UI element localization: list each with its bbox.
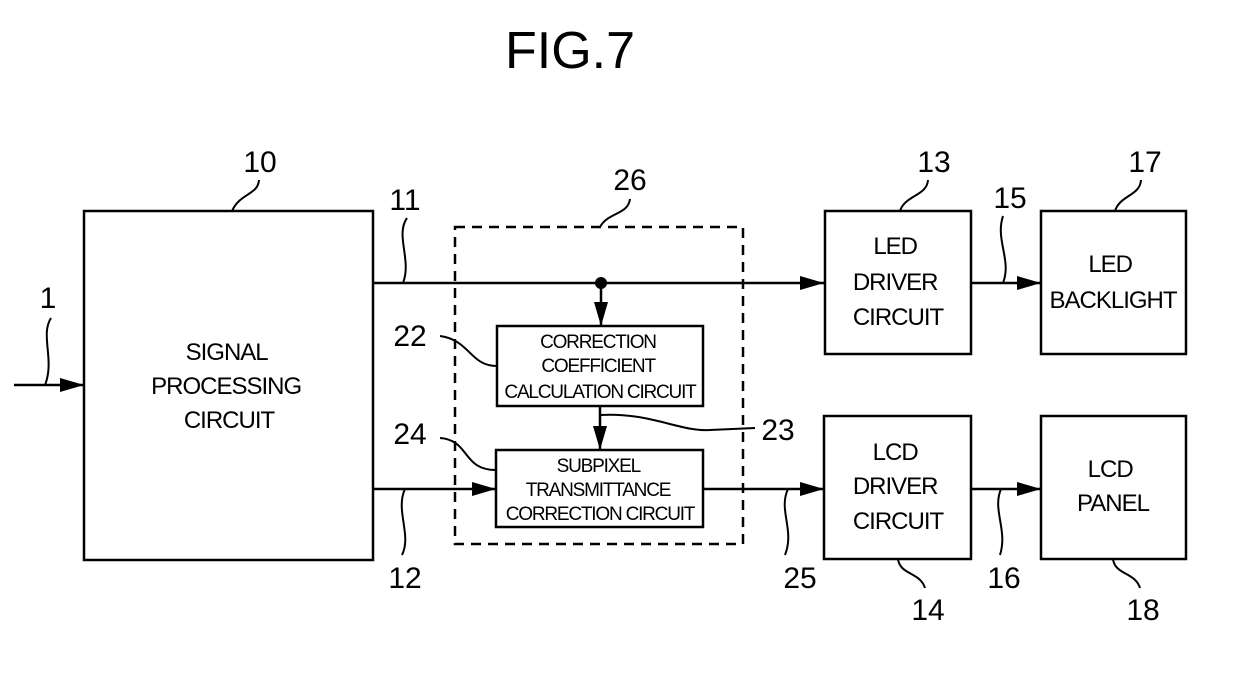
lead-18 xyxy=(1113,559,1140,588)
ref-16: 16 xyxy=(987,562,1020,595)
ref-1: 1 xyxy=(40,282,57,315)
ref-11: 11 xyxy=(389,184,420,217)
ref-15: 15 xyxy=(993,182,1026,215)
led-driver-block: LED DRIVER CIRCUIT 13 xyxy=(825,146,971,354)
lead-17 xyxy=(1115,180,1141,211)
lead-11 xyxy=(403,218,407,283)
signal-23: 23 xyxy=(600,406,795,450)
lead-22 xyxy=(440,336,497,366)
led-backlight-box xyxy=(1041,211,1186,354)
lead-14 xyxy=(898,559,925,588)
ref-14: 14 xyxy=(911,594,944,627)
ref-18: 18 xyxy=(1126,594,1159,627)
ref-25: 25 xyxy=(783,562,816,595)
lead-12 xyxy=(402,489,406,555)
lead-25 xyxy=(785,489,789,555)
lcd-driver-block: LCD DRIVER CIRCUIT 14 xyxy=(824,416,971,627)
signal-12: 12 xyxy=(373,489,496,595)
lead-1 xyxy=(45,318,51,385)
correction-coefficient-block: CORRECTION COEFFICIENT CALCULATION CIRCU… xyxy=(393,320,703,406)
ref-17: 17 xyxy=(1128,146,1161,179)
signal-25: 25 xyxy=(703,489,824,595)
figure-title: FIG.7 xyxy=(505,22,635,80)
ref-24: 24 xyxy=(393,418,426,451)
subpixel-correction-block: SUBPIXEL TRANSMITTANCE CORRECTION CIRCUI… xyxy=(393,418,703,527)
lcd-panel-block: LCD PANEL 18 xyxy=(1041,416,1186,627)
ref-12: 12 xyxy=(388,562,421,595)
ref-22: 22 xyxy=(393,320,426,353)
lead-23 xyxy=(600,415,755,430)
lead-10 xyxy=(232,180,259,211)
ref-23: 23 xyxy=(761,414,794,447)
signal-processing-block: SIGNAL PROCESSING CIRCUIT 10 xyxy=(84,146,373,560)
ref-13: 13 xyxy=(917,146,950,179)
lead-15 xyxy=(1001,216,1006,283)
input-signal: 1 xyxy=(14,282,84,385)
ref-26: 26 xyxy=(613,164,646,197)
lcd-panel-box xyxy=(1041,416,1186,559)
led-backlight-block: LED BACKLIGHT 17 xyxy=(1041,146,1186,354)
signal-15: 15 xyxy=(971,182,1041,283)
lead-24 xyxy=(440,438,496,470)
signal-11: 11 xyxy=(373,184,824,326)
ref-10: 10 xyxy=(243,146,276,179)
signal-16: 16 xyxy=(971,489,1041,595)
lead-26 xyxy=(600,199,630,227)
lead-16 xyxy=(998,489,1002,555)
lead-13 xyxy=(900,180,928,211)
